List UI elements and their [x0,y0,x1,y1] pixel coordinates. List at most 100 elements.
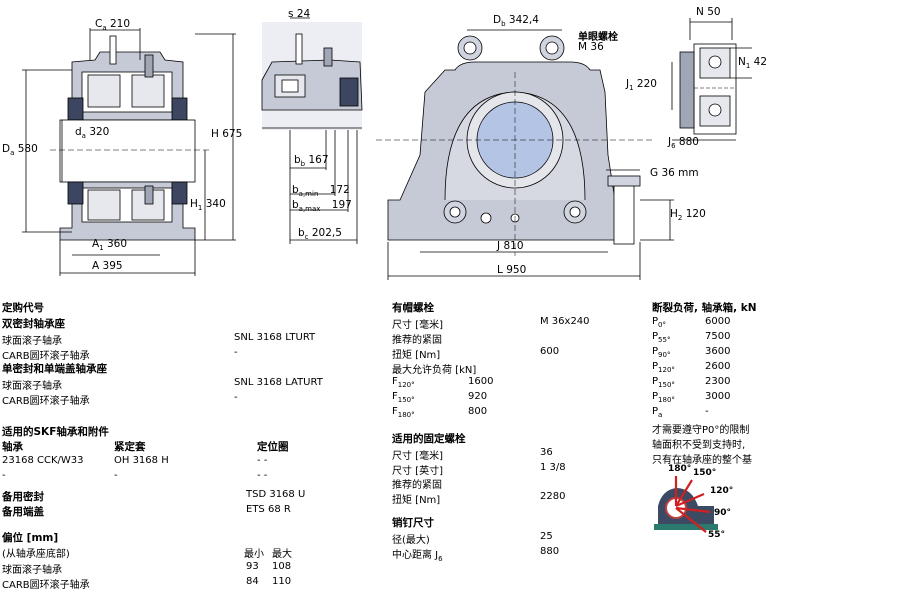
fixbolts-mm-label: 尺寸 [毫米] [392,451,443,462]
angle-150: 150° [693,468,717,478]
angle-120: 120° [710,486,734,496]
acc-col-sleeve: 紧定套 [114,441,146,453]
dim-s: s 24 [288,8,311,20]
breaking-p120-value: 2600 [705,361,731,372]
acc-col-bearing: 轴承 [2,441,23,453]
capbolts-load1-value: 1600 [468,376,494,387]
dim-j: J 810 [497,240,524,252]
dowel-dia-value: 25 [540,531,553,542]
fixbolts-in-value: 1 3/8 [540,462,566,473]
capbolts-load1-label: F120° [392,376,415,389]
breaking-p90-value: 3600 [705,346,731,357]
order-row4-label: CARB圆环滚子轴承 [2,396,90,407]
dim-j1: J1 220 [626,78,657,93]
acc-row1-bearing: 23168 CCK/W33 [2,455,84,466]
capbolts-size-label: 尺寸 [毫米] [392,320,443,331]
order-row2-value: - [234,347,238,358]
acc-row1-sleeve: OH 3168 H [114,455,169,466]
dowel-title: 销钉尺寸 [392,517,434,529]
offset-row2-min: 84 [246,576,259,587]
breaking-pa-value: - [705,406,709,417]
offset-row1-max: 108 [272,561,292,572]
dim-n: N 50 [696,6,721,18]
order-row3-label: 球面滚子轴承 [2,381,62,392]
dim-l: L 950 [497,264,527,276]
capbolts-torque-title: 推荐的紧固 [392,335,442,346]
breaking-p150-label: P150° [652,376,675,389]
capbolts-torque-value: 600 [540,346,560,357]
breaking-note1: 才需要遵守P0°的限制 [652,425,750,436]
breaking-p90-label: P90° [652,346,671,359]
order-row1-value: SNL 3168 LTURT [234,332,316,343]
angle-90: 90° [714,508,732,518]
fixbolts-in-label: 尺寸 [英寸] [392,466,443,477]
dim-n1: N1 42 [738,56,768,71]
offset-min-label: 最小 [244,549,264,560]
capbolts-torque-label: 扭矩 [Nm] [392,350,441,361]
technical-drawing [22,17,752,280]
dim-h2: H2 120 [670,208,706,223]
breaking-p180-value: 3000 [705,391,731,402]
section-view-drawing [22,28,236,276]
capbolts-load3-label: F180° [392,406,415,419]
acc-cover-value: ETS 68 R [246,504,291,515]
offset-max-label: 最大 [272,549,292,560]
acc-row1-ring: - - [257,455,268,466]
fixbolts-title: 适用的固定螺栓 [392,433,466,445]
order-row3-value: SNL 3168 LATURT [234,377,323,388]
breaking-note3: 只有在轴承座的整个基 [652,455,752,466]
acc-cover-label: 备用端盖 [2,506,44,518]
dowel-dia-label: 径(最大) [392,535,430,546]
dim-bb: bb 167 [294,154,329,169]
dim-h1: H1 340 [190,198,226,213]
breaking-p180-label: P180° [652,391,675,404]
dim-ca: Ca 210 [95,18,131,33]
fixbolts-torque-title: 推荐的紧固 [392,480,442,491]
capbolts-load2-value: 920 [468,391,488,402]
capbolts-load-title: 最大允许负荷 [kN] [392,365,477,376]
breaking-p55-label: P55° [652,331,671,344]
dim-da-big: Da 580 [2,143,38,158]
acc-seal-label: 备用密封 [2,491,44,503]
offset-title: 偏位 [mm] [2,532,59,544]
acc-seal-value: TSD 3168 U [246,489,306,500]
fixbolts-mm-value: 36 [540,447,553,458]
dim-a: A 395 [92,260,123,272]
breaking-p120-label: P120° [652,361,675,374]
dim-bamax: ba,max 197 [292,199,352,214]
breaking-pa-label: Pa [652,406,663,419]
angle-55: 55° [708,530,726,540]
capbolts-size-value: M 36x240 [540,316,590,327]
dim-h: H 675 [211,128,243,140]
breaking-p55-value: 7500 [705,331,731,342]
dim-g: G 36 mm [650,167,699,179]
offset-row1-label: 球面滚子轴承 [2,565,62,576]
breaking-note2: 轴面积不受到支持时, [652,440,746,451]
order-group2: 单密封和单端盖轴承座 [2,363,107,375]
acc-col-ring: 定位圈 [257,441,289,453]
angle-180: 180° [668,464,692,474]
breaking-p0-value: 6000 [705,316,731,327]
order-title: 定购代号 [2,302,44,314]
acc-row2-sleeve: - [114,470,118,481]
dowel-dist-label: 中心距离 J6 [392,550,443,563]
dim-bc: bc 202,5 [298,227,342,242]
dowel-dist-value: 880 [540,546,560,557]
offset-row2-label: CARB圆环滚子轴承 [2,580,90,591]
fixbolts-torque-label: 扭矩 [Nm] [392,495,441,506]
order-row4-value: - [234,392,238,403]
dim-da-small: da 320 [75,126,110,141]
capbolts-load3-value: 800 [468,406,488,417]
order-row1-label: 球面滚子轴承 [2,336,62,347]
offset-row1-min: 93 [246,561,259,572]
capbolts-load2-label: F150° [392,391,415,404]
bolt-title: 单眼螺栓 [578,32,618,43]
dim-db: Db 342,4 [493,14,539,29]
dim-bamin: ba,min 172 [292,184,350,199]
breaking-p150-value: 2300 [705,376,731,387]
acc-row2-ring: - - [257,470,268,481]
bolt-size: M 36 [578,41,604,53]
dim-j6: J6 880 [668,136,699,151]
top-view-drawing [671,18,752,141]
acc-row2-bearing: - [2,470,6,481]
